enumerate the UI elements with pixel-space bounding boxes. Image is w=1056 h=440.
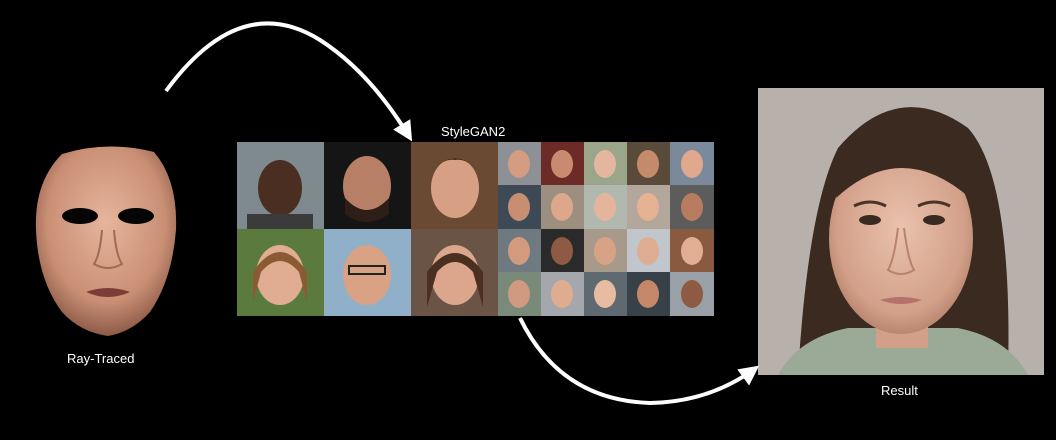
ray-traced-face-icon <box>35 146 177 336</box>
flow-arrow-icon <box>164 21 413 142</box>
grid-tile-large-6 <box>411 229 498 316</box>
grid-tile-large-1 <box>237 142 324 229</box>
result-label: Result <box>881 383 918 398</box>
ray-traced-label: Ray-Traced <box>67 351 135 366</box>
grid-tile-small-row-3 <box>498 229 714 272</box>
grid-tile-small-row-2 <box>498 185 714 229</box>
grid-tile-large-3 <box>411 142 498 229</box>
grid-tile-large-4 <box>237 229 324 316</box>
stylegan2-label: StyleGAN2 <box>441 124 506 139</box>
grid-tile-large-2 <box>324 142 411 229</box>
result-face-photo <box>758 88 1044 375</box>
grid-tile-large-5 <box>324 229 411 316</box>
flow-arrow-icon <box>518 317 760 406</box>
grid-tile-small-row-1 <box>498 142 714 185</box>
grid-tile-small-row-4 <box>498 272 714 316</box>
stylegan2-face-grid <box>237 142 714 316</box>
